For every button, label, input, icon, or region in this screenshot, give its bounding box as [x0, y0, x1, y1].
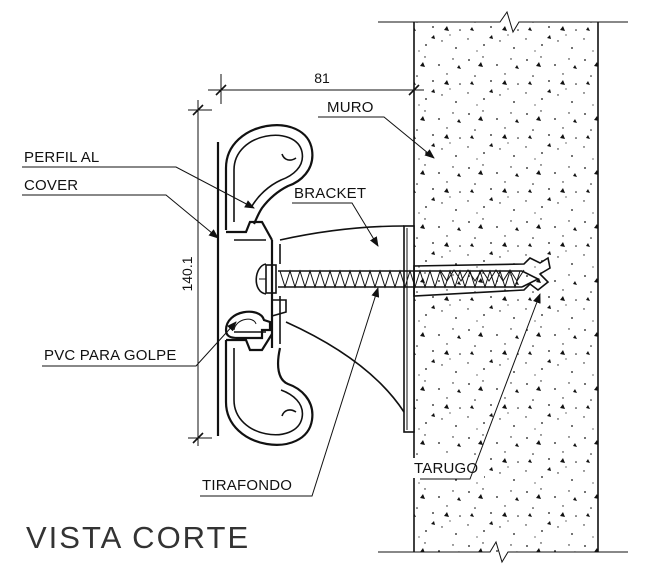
- dimension-height-text: 140.1: [179, 256, 195, 291]
- label-muro: MURO: [327, 99, 374, 116]
- callout-cover: COVER: [22, 177, 219, 239]
- label-bracket: BRACKET: [294, 185, 366, 202]
- label-tarugo: TARUGO: [414, 460, 478, 477]
- pvc-bumper: [224, 310, 272, 340]
- dimension-side: 140.1: [179, 100, 212, 446]
- callout-muro: MURO: [318, 99, 435, 159]
- callout-tirafondo: TIRAFONDO: [200, 287, 380, 497]
- dimension-top: 81: [208, 70, 424, 104]
- wall-break-top: [378, 10, 628, 34]
- label-perfil-al: PERFIL AL: [24, 149, 99, 166]
- callout-pvc: PVC PARA GOLPE: [42, 321, 237, 367]
- wall-break-bottom: [378, 540, 628, 564]
- label-pvc: PVC PARA GOLPE: [44, 347, 177, 364]
- label-tirafondo: TIRAFONDO: [202, 477, 292, 494]
- callout-bracket: BRACKET: [292, 185, 379, 247]
- callout-perfil-al: PERFIL AL: [22, 149, 255, 209]
- bracket: [279, 225, 415, 433]
- aluminium-profile: [224, 124, 314, 446]
- dimension-width-text: 81: [314, 70, 330, 86]
- drawing-title: VISTA CORTE: [26, 520, 250, 555]
- label-cover: COVER: [24, 177, 78, 194]
- callout-tarugo: TARUGO: [412, 293, 541, 480]
